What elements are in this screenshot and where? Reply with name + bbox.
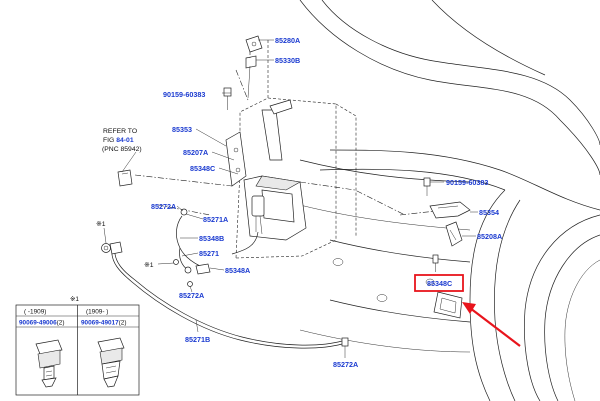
refer-line1: REFER TO (103, 128, 137, 135)
table-col2-part[interactable]: 90069-49017 (81, 320, 119, 327)
grommet-clip (117, 169, 133, 187)
washer-tank (225, 99, 307, 255)
part-labels: 85280A 85330B 90159-60383 85353 85207A 8… (151, 36, 502, 369)
label-85348B[interactable]: 85348B (199, 234, 224, 243)
label-85353[interactable]: 85353 (172, 125, 192, 134)
top-nozzle-parts (245, 35, 263, 99)
table-col2-range: (1909- ) (86, 309, 108, 316)
label-85272A-mid[interactable]: 85272A (179, 291, 204, 300)
label-85280A[interactable]: 85280A (275, 36, 300, 45)
table-col1-range: ( -1909) (24, 309, 46, 316)
bolt-left (223, 87, 232, 110)
label-85330B[interactable]: 85330B (275, 56, 300, 65)
label-85207A[interactable]: 85207A (183, 148, 208, 157)
label-85348C-top[interactable]: 85348C (190, 164, 215, 173)
highlight-85348C: 85348C (414, 274, 521, 347)
clip-variant-table: ※1 ( -1909) (1909- ) 90069-49006(2) 9006… (15, 296, 140, 396)
label-85208A[interactable]: 85208A (477, 232, 502, 241)
label-85271[interactable]: 85271 (199, 249, 219, 258)
label-90159-60383-left[interactable]: 90159-60383 (163, 90, 205, 99)
clip-drawing-2 (97, 337, 125, 388)
mark-note-2: ※1 (144, 262, 154, 269)
refer-line2: FIG 84-01 (103, 137, 134, 144)
leader-lines (103, 39, 478, 358)
body-panel-outline (299, 0, 600, 401)
label-85354[interactable]: 85354 (479, 208, 499, 217)
label-90159-60383-right[interactable]: 90159-60383 (446, 178, 488, 187)
table-col2-part-row: 90069-49017(2) (81, 320, 126, 327)
refer-line3: (PNC 85942) (102, 146, 142, 153)
label-85271B[interactable]: 85271B (185, 335, 210, 344)
label-85348C-highlight[interactable]: 85348C (427, 279, 452, 288)
refer-fig-link[interactable]: 84-01 (116, 137, 134, 144)
right-parts (423, 177, 471, 272)
label-85271A[interactable]: 85271A (203, 215, 228, 224)
table-mark: ※1 (70, 296, 79, 303)
clip-drawing-1 (35, 339, 63, 388)
highlight-arrow-shaft (469, 307, 521, 347)
hoses (101, 208, 349, 356)
highlight-box (414, 274, 464, 292)
table-col1-part-row: 90069-49006(2) (19, 320, 64, 327)
label-85272A-bottom[interactable]: 85272A (333, 360, 358, 369)
table-col1-part[interactable]: 90069-49006 (19, 320, 57, 327)
refer-note: REFER TO FIG 84-01 (PNC 85942) (102, 128, 142, 153)
highlight-arrow-head (462, 302, 476, 314)
label-85272A-left[interactable]: 85272A (151, 202, 176, 211)
mark-note-1: ※1 (96, 221, 106, 228)
label-85348A[interactable]: 85348A (225, 266, 250, 275)
